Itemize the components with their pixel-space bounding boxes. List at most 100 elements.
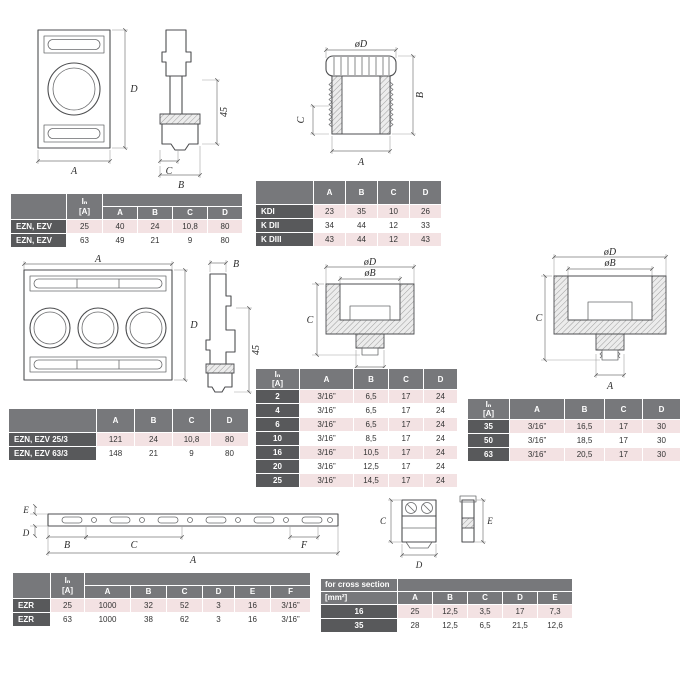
dim-value: 24 [423, 459, 458, 475]
column-header: Iₙ [A] [255, 367, 300, 391]
dim-label-e: E [22, 505, 29, 515]
column-header [397, 578, 573, 592]
row-label: 10 [255, 431, 300, 447]
column-header: D [409, 180, 442, 205]
column-header: A [509, 397, 565, 421]
dim-value: 12,5 [432, 604, 468, 619]
dim-label-c: C [380, 516, 387, 526]
dim-value: 24 [137, 219, 173, 234]
dim-value: 33 [409, 218, 442, 233]
dim-value: 24 [423, 445, 458, 461]
column-header [83, 572, 312, 586]
dim-value: 30 [642, 433, 681, 449]
dim-value: 17 [604, 447, 643, 463]
dim-label-dia-d: øD [603, 247, 617, 258]
dim-value: 9 [172, 446, 211, 461]
dim-value: 63 [66, 233, 103, 248]
dim-value: 20,5 [564, 447, 605, 463]
dim-value: 7,3 [537, 604, 573, 619]
dim-value: 17 [388, 417, 424, 433]
row-label: 35 [320, 618, 398, 633]
drawing-terminal-clamp: C D E [378, 490, 496, 576]
column-header: C [388, 367, 424, 391]
dim-value: 3/16” [299, 403, 354, 419]
row-label: K DII [255, 218, 314, 233]
column-header: D [210, 408, 249, 433]
dim-value: 26 [409, 204, 442, 219]
column-header: D [202, 585, 235, 599]
column-header: E [537, 591, 573, 605]
dim-value: 32 [130, 598, 167, 613]
column-header: C [604, 397, 643, 421]
dim-label-e: E [486, 516, 493, 526]
row-label: EZR [12, 612, 51, 627]
dim-label-b: B [64, 540, 70, 551]
column-header: Iₙ [A] [467, 397, 510, 421]
dim-value: 25 [397, 604, 433, 619]
dim-value: 23 [313, 204, 346, 219]
dim-label-d: D [415, 560, 423, 570]
row-label: EZN, EZV 63/3 [8, 446, 97, 461]
column-header: Iₙ [A] [50, 572, 85, 599]
row-label: EZR [12, 598, 51, 613]
dim-value: 24 [423, 389, 458, 405]
dim-label-45: 45 [219, 107, 230, 117]
dim-value: 30 [642, 447, 681, 463]
dim-label-c: C [536, 313, 543, 324]
column-header: C [377, 180, 410, 205]
drawing-ezn-three-pole: A D B 45 [14, 254, 264, 402]
dim-value: 17 [388, 445, 424, 461]
dim-value: 24 [134, 432, 173, 447]
row-label: K DIII [255, 232, 314, 247]
row-label: 16 [320, 604, 398, 619]
dim-value: 121 [96, 432, 135, 447]
row-label: 35 [467, 419, 510, 435]
dim-value: 12,6 [537, 618, 573, 633]
dim-value: 21,5 [502, 618, 538, 633]
dim-value: 24 [423, 417, 458, 433]
row-label: 50 [467, 433, 510, 449]
ezr-busbar-svg: E D B C F A [22, 504, 340, 566]
dim-value: 17 [388, 403, 424, 419]
dim-value: 17 [388, 473, 424, 489]
dim-value: 62 [166, 612, 203, 627]
dim-value: 12,5 [353, 459, 389, 475]
dim-value: 12 [377, 218, 410, 233]
dim-value: 17 [604, 419, 643, 435]
column-header: F [269, 585, 312, 599]
column-header [255, 180, 314, 205]
dim-value: 148 [96, 446, 135, 461]
dim-label-b: B [415, 92, 426, 98]
dim-value: 35 [345, 204, 378, 219]
column-header [10, 193, 67, 220]
dim-value: 16 [234, 612, 271, 627]
dim-label-dia-d: øD [354, 39, 368, 50]
dim-value: 6,5 [467, 618, 503, 633]
column-header: E [234, 585, 271, 599]
dim-value: 80 [207, 233, 243, 248]
row-label: EZN, EZV [10, 219, 67, 234]
dim-value: 17 [388, 459, 424, 475]
dim-label-c: C [166, 166, 173, 177]
drawing-kd-cap: øD B C A [296, 38, 436, 178]
column-header: D [207, 206, 243, 220]
dim-value: 43 [313, 232, 346, 247]
dim-value: 6,5 [353, 389, 389, 405]
